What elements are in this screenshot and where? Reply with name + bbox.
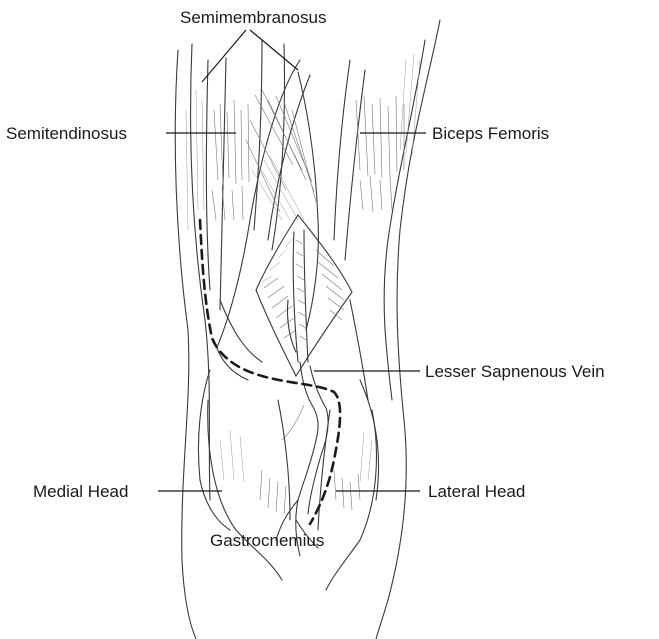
label-semitendinosus-group: Semitendinosus <box>6 124 236 143</box>
label-semimembranosus: Semimembranosus <box>180 8 326 27</box>
lesser-saphenous-vein <box>276 362 328 556</box>
popliteal-fossa <box>256 215 352 376</box>
thigh-muscle-bands <box>186 40 420 345</box>
label-gastrocnemius: Gastrocnemius <box>210 531 324 550</box>
label-lesser-saphenous-vein: Lesser Sapnenous Vein <box>425 362 605 381</box>
gastrocnemius-heads <box>208 400 377 590</box>
label-semimembranosus-group: Semimembranosus <box>180 8 326 82</box>
label-gastrocnemius-group: Gastrocnemius <box>210 531 324 550</box>
label-lesser-saphenous-vein-group: Lesser Sapnenous Vein <box>314 362 605 381</box>
label-biceps-femoris: Biceps Femoris <box>432 124 549 143</box>
knee-contours <box>198 300 378 530</box>
label-semitendinosus: Semitendinosus <box>6 124 127 143</box>
label-medial-head-group: Medial Head <box>33 482 222 501</box>
label-lateral-head: Lateral Head <box>428 482 525 501</box>
label-lateral-head-group: Lateral Head <box>336 482 525 501</box>
label-medial-head: Medial Head <box>33 482 128 501</box>
